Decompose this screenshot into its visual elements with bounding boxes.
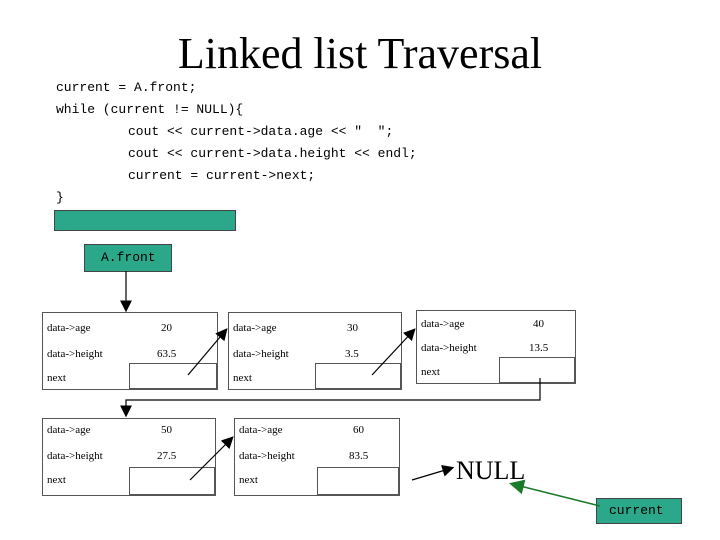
- node3-to-node4-arrow: [120, 378, 541, 418]
- node-4-next-cell: [129, 467, 215, 495]
- node-1-next-label: next: [47, 372, 66, 384]
- node-3-height-value: 13.5: [529, 342, 549, 354]
- current-label: current: [609, 503, 664, 518]
- afront-label: A.front: [101, 250, 156, 265]
- node-2-next-label: next: [233, 372, 252, 384]
- node-5-next-cell: [317, 467, 399, 495]
- code-line-3: cout << current->data.age << " ";: [128, 124, 394, 139]
- code-line-2: while (current != NULL){: [56, 102, 244, 117]
- afront-pointer-box: A.front: [84, 244, 172, 272]
- current-pointer-box: current: [596, 498, 682, 524]
- node-1-age-label: data->age: [47, 322, 91, 334]
- current-to-null-arrow: [509, 479, 601, 507]
- node-5-next-label: next: [239, 474, 258, 486]
- node-3-next-label: next: [421, 366, 440, 378]
- node-1-age-value: 20: [161, 322, 172, 334]
- node-1-next-cell: [129, 363, 217, 389]
- node-5-age-value: 60: [353, 424, 364, 436]
- node-1: data->age 20 data->height 63.5 next: [42, 312, 218, 390]
- node-3: data->age 40 data->height 13.5 next: [416, 310, 576, 384]
- node-2-age-value: 30: [347, 322, 358, 334]
- node-3-height-label: data->height: [421, 342, 477, 354]
- node2-to-node3-arrow: [371, 328, 416, 376]
- node1-to-node2-arrow: [187, 328, 228, 376]
- node-4-next-label: next: [47, 474, 66, 486]
- node-4: data->age 50 data->height 27.5 next: [42, 418, 216, 496]
- node-2-next-cell: [315, 363, 401, 389]
- node-1-height-value: 63.5: [157, 348, 177, 360]
- node4-to-node5-arrow: [189, 436, 234, 481]
- node-5-height-value: 83.5: [349, 450, 369, 462]
- node-4-height-value: 27.5: [157, 450, 177, 462]
- code-line-4: cout << current->data.height << endl;: [128, 146, 417, 161]
- node5-to-null-arrow: [411, 465, 455, 481]
- node-4-height-label: data->height: [47, 450, 103, 462]
- node-4-age-value: 50: [161, 424, 172, 436]
- code-line-1: current = A.front;: [56, 80, 197, 95]
- node-3-age-label: data->age: [421, 318, 465, 330]
- node-3-age-value: 40: [533, 318, 544, 330]
- node-2-age-label: data->age: [233, 322, 277, 334]
- node-5: data->age 60 data->height 83.5 next: [234, 418, 400, 496]
- code-line-6: }: [56, 190, 64, 205]
- node-5-age-label: data->age: [239, 424, 283, 436]
- node-4-age-label: data->age: [47, 424, 91, 436]
- node-2-height-label: data->height: [233, 348, 289, 360]
- node-1-height-label: data->height: [47, 348, 103, 360]
- node-3-next-cell: [499, 357, 575, 383]
- node-2-height-value: 3.5: [345, 348, 359, 360]
- code-line-5: current = current->next;: [128, 168, 316, 183]
- empty-pointer-box: [54, 210, 236, 231]
- node-5-height-label: data->height: [239, 450, 295, 462]
- node-2: data->age 30 data->height 3.5 next: [228, 312, 402, 390]
- page-title: Linked list Traversal: [177, 29, 543, 78]
